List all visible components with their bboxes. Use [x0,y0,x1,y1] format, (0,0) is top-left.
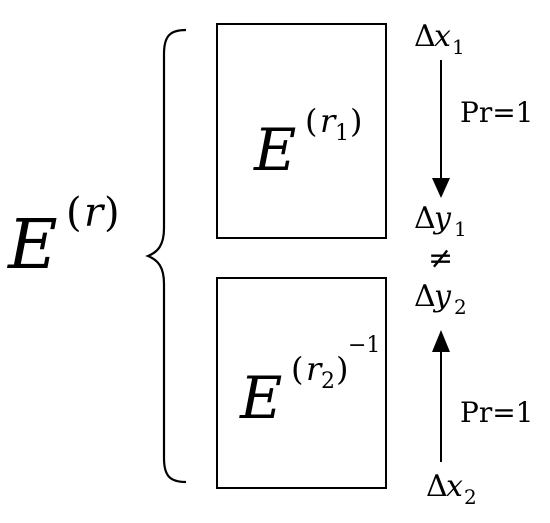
bottom-input-delta: Δ [426,469,448,504]
lower-block-sub: 2 [321,369,335,394]
top-input-label: Δ x 1 [414,19,465,59]
top-probability-label: Pr=1 [460,96,534,129]
lower-block-close-paren: ) [336,350,348,388]
top-arrow-head-icon [432,178,450,198]
bottom-output-sub: 2 [454,295,467,319]
bottom-output-var: y [432,279,452,314]
bottom-input-sub: 2 [464,485,477,509]
bottom-probability-label: Pr=1 [460,396,534,429]
upper-block-var: r [320,102,337,140]
upper-block-box [216,23,387,239]
main-symbol-close-paren: ) [104,190,120,236]
lower-block-open-paren: ( [291,350,303,388]
upper-block-label: E ( r 1 ) [253,102,362,184]
upper-block-base: E [253,116,296,184]
lower-block-power: −1 [348,333,380,358]
top-output-delta: Δ [414,201,436,236]
top-input-var: x [434,19,451,54]
main-symbol-label: E ( r ) [6,190,120,285]
bottom-input-var: x [446,469,463,504]
top-output-label: Δ y 1 [414,201,467,241]
main-symbol-var: r [84,190,106,236]
lower-block-label: E ( r 2 ) −1 [239,333,380,432]
top-input-sub: 1 [452,35,465,59]
main-symbol-open-paren: ( [66,190,82,236]
top-output-sub: 1 [454,217,467,241]
top-input-delta: Δ [414,19,436,54]
bottom-output-delta: Δ [414,279,436,314]
bottom-input-label: Δ x 2 [426,469,477,509]
lower-block-box [216,277,387,489]
bottom-output-label: Δ y 2 [414,279,467,319]
bottom-arrow-head-icon [432,330,450,352]
not-equal-sign: ≠ [428,241,453,276]
upper-block-sub: 1 [335,121,349,146]
lower-block-var: r [306,350,323,388]
top-output-var: y [432,201,452,236]
curly-brace [145,28,187,484]
lower-block-base: E [239,364,282,432]
upper-block-open-paren: ( [305,102,317,140]
upper-block-close-paren: ) [350,102,362,140]
main-symbol-base: E [6,206,58,285]
